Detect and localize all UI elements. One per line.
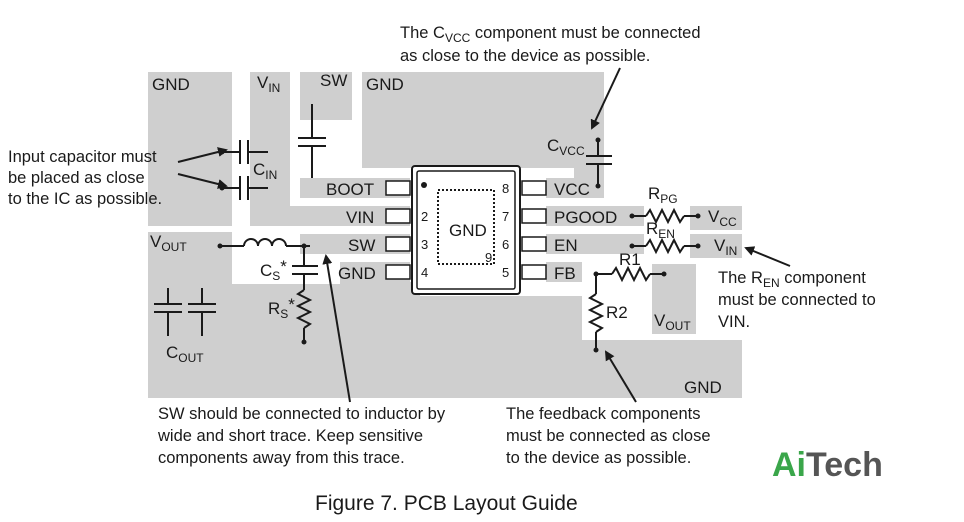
vin-top-label: VIN — [257, 73, 280, 95]
vin-trace — [250, 206, 410, 226]
ren-resistor — [629, 237, 701, 255]
snubber-network — [292, 246, 318, 345]
note-ren-line3: VIN. — [718, 313, 750, 331]
boot-capacitor — [298, 104, 326, 178]
figure-caption: Figure 7. PCB Layout Guide — [315, 492, 578, 515]
thermal-pad — [437, 189, 495, 265]
pin-name-vin: VIN — [346, 208, 374, 227]
gnd-top-plane — [362, 72, 604, 168]
note-feedback-3: to the device as possible. — [506, 449, 691, 467]
note-input-cap-3: to the IC as possible. — [8, 190, 162, 208]
ren-label: REN — [646, 219, 675, 241]
pin-number-5: 5 — [502, 265, 509, 280]
pin-number-4: 4 — [421, 265, 428, 280]
cvcc-label: CVCC — [547, 136, 585, 158]
vin-right-label: VIN — [714, 236, 737, 258]
note-ren: The REN component — [718, 269, 866, 290]
pin-name-gnd: GND — [338, 264, 376, 283]
vin-top-plane — [250, 72, 290, 226]
note-input-cap-1: Input capacitor must — [8, 148, 157, 166]
note-sw-3: components away from this trace. — [158, 449, 405, 467]
pin1-marker — [421, 182, 427, 188]
annotation-arrows — [177, 67, 791, 403]
cs-label: CS* — [260, 257, 287, 283]
note-cvcc-line2: as close to the device as possible. — [400, 47, 650, 65]
note-feedback-2: must be connected as close — [506, 427, 711, 445]
gnd-left-label: GND — [152, 75, 190, 94]
r1-label: R1 — [619, 250, 641, 269]
ic-package: GND 9 — [411, 165, 521, 295]
gnd-bottom-label: GND — [684, 378, 722, 397]
gnd-bottom-plane — [148, 282, 742, 398]
inductor — [217, 238, 310, 249]
note-cvcc: The CVCC component must be connected — [400, 24, 701, 45]
pin-name-vcc: VCC — [554, 180, 590, 199]
pin-number-2: 2 — [421, 209, 428, 224]
pgood-trace — [546, 206, 644, 226]
note-sw-2: wide and short trace. Keep sensitive — [157, 427, 423, 445]
vout-right-plane — [652, 264, 696, 334]
thermal-pad-number: 9 — [485, 250, 492, 265]
vout-left-label: VOUT — [150, 232, 187, 254]
pin-number-7: 7 — [502, 209, 509, 224]
copper-regions — [148, 72, 742, 398]
pin-name-boot: BOOT — [326, 180, 374, 199]
pin-number-3: 3 — [421, 237, 428, 252]
en-trace — [546, 234, 644, 254]
cin-label: CIN — [253, 160, 277, 182]
sw-top-label: SW — [320, 71, 347, 90]
pin-name-fb: FB — [554, 264, 576, 283]
pin-number-6: 6 — [502, 237, 509, 252]
sw-trace — [300, 234, 410, 254]
note-sw-1: SW should be connected to inductor by — [158, 405, 446, 423]
r2-resistor — [587, 274, 605, 353]
rs-label: RS* — [268, 295, 295, 321]
vcc-right-label: VCC — [708, 207, 737, 229]
ic-gnd-label: GND — [449, 221, 487, 240]
vout-right-label: VOUT — [654, 311, 691, 333]
rpg-resistor — [629, 207, 701, 225]
note-ren-line2: must be connected to — [718, 291, 876, 309]
pin-name-en: EN — [554, 236, 578, 255]
sw-top-plane — [300, 72, 352, 120]
pin-number-8: 8 — [502, 181, 509, 196]
fb-trace — [546, 262, 582, 282]
aitech-logo: AiTech — [772, 446, 883, 484]
left-pins — [385, 180, 411, 280]
vcc-pin-trace — [546, 178, 604, 198]
output-capacitors — [154, 288, 216, 336]
note-input-cap-2: be placed as close — [8, 169, 145, 187]
right-pins — [521, 180, 547, 280]
boot-trace — [300, 178, 410, 198]
note-feedback-1: The feedback components — [506, 405, 700, 423]
pin-name-sw: SW — [348, 236, 375, 255]
r2-label: R2 — [606, 303, 628, 322]
pin-name-pgood: PGOOD — [554, 208, 617, 227]
gnd-top-label: GND — [366, 75, 404, 94]
cvcc-capacitor — [586, 137, 612, 189]
vout-left-plane — [148, 232, 232, 288]
cout-label: COUT — [166, 343, 204, 365]
rpg-label: RPG — [648, 184, 678, 206]
